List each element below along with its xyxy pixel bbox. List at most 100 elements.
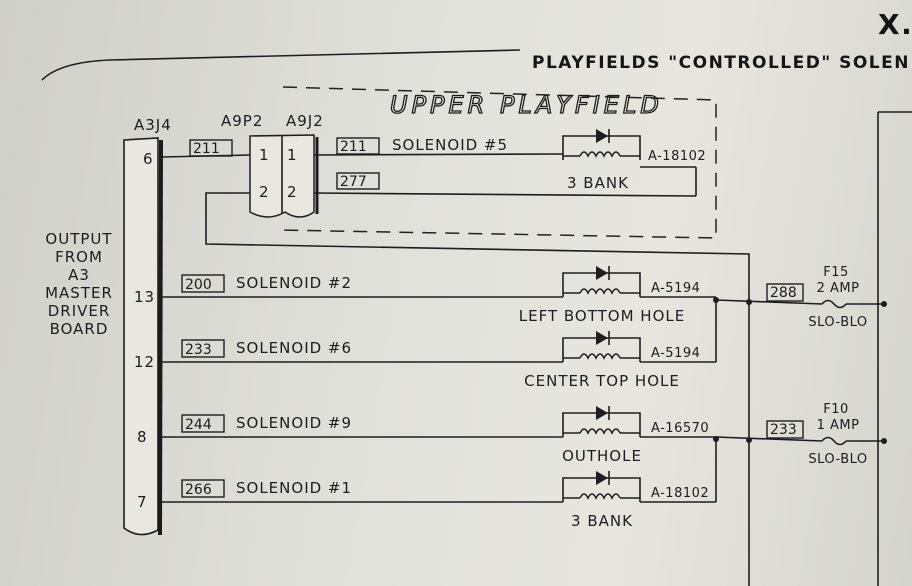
wire-number-277: 277 bbox=[340, 174, 367, 190]
wire-number: 266 bbox=[185, 482, 212, 498]
junction-dot bbox=[881, 301, 887, 307]
coil-icon bbox=[579, 288, 621, 295]
solenoid-coil-symbol bbox=[562, 406, 641, 437]
wire-tag bbox=[181, 479, 225, 498]
svg-text:FROM: FROM bbox=[55, 248, 103, 266]
coil-name: LEFT BOTTOM HOLE bbox=[519, 307, 685, 325]
plug-pin-2: 2 bbox=[259, 183, 270, 201]
wire-number: 244 bbox=[185, 417, 212, 433]
connector-a9p2-label: A9P2 bbox=[221, 112, 263, 130]
coil-name: OUTHOLE bbox=[562, 447, 642, 465]
fuse-wire-in bbox=[715, 436, 823, 442]
wire-tag-277 bbox=[336, 172, 380, 190]
connector-a3j4-label: A3J4 bbox=[134, 116, 172, 134]
wire-tag bbox=[181, 414, 225, 433]
wire-number-211-in: 211 bbox=[193, 141, 220, 157]
header-title: PLAYFIELDS "CONTROLLED" SOLEN bbox=[532, 53, 910, 73]
wire-number: 233 bbox=[770, 422, 797, 438]
coil-name: CENTER TOP HOLE bbox=[524, 372, 680, 390]
pin-label: 12 bbox=[134, 353, 155, 371]
coil-name: 3 BANK bbox=[571, 512, 633, 530]
fuse-rating: 1 AMP bbox=[817, 418, 860, 433]
fuse-name: F10 bbox=[823, 402, 849, 417]
wire-tag bbox=[181, 339, 225, 358]
svg-text:MASTER: MASTER bbox=[45, 284, 113, 302]
section-letter: X. bbox=[878, 8, 912, 41]
fuse-type: SLO-BLO bbox=[808, 452, 867, 467]
fuse-rating: 2 AMP bbox=[817, 281, 860, 296]
wire-number: 200 bbox=[185, 277, 212, 293]
wire-tag-211-out bbox=[336, 137, 380, 155]
solenoid-5-coil-symbol bbox=[562, 129, 641, 160]
diode-icon bbox=[596, 266, 608, 280]
diode-icon bbox=[596, 406, 608, 420]
plug-pin-1: 1 bbox=[259, 146, 270, 164]
header-rule bbox=[41, 49, 521, 81]
diode-icon bbox=[596, 129, 608, 143]
solenoid-row: 7 266 SOLENOID #1 A-18102 3 BANK bbox=[137, 471, 716, 530]
solenoid-label: SOLENOID #1 bbox=[236, 479, 352, 497]
wire-tag bbox=[766, 283, 804, 302]
part-number: A-5194 bbox=[651, 281, 700, 296]
connector-a3j4-shadow bbox=[158, 139, 163, 536]
coil-icon bbox=[579, 428, 621, 435]
coil-icon bbox=[579, 151, 621, 158]
junction-dot bbox=[881, 438, 887, 444]
solenoid-coil-symbol bbox=[562, 471, 641, 502]
fuse-icon bbox=[821, 436, 847, 446]
svg-text:A3: A3 bbox=[68, 266, 90, 284]
svg-text:DRIVER: DRIVER bbox=[48, 302, 111, 320]
wire-277 bbox=[313, 192, 697, 197]
coil-icon bbox=[579, 353, 621, 360]
wire-number: 288 bbox=[770, 285, 797, 301]
source-label: OUTPUT FROM A3 MASTER DRIVER BOARD bbox=[45, 230, 113, 338]
wire-sol5 bbox=[313, 153, 564, 156]
fuse-name: F15 bbox=[823, 265, 849, 280]
wire-tag-211-in bbox=[189, 139, 233, 157]
wire-tag bbox=[181, 274, 225, 293]
solenoid-label: SOLENOID #2 bbox=[236, 274, 352, 292]
solenoid-label: SOLENOID #6 bbox=[236, 339, 352, 357]
svg-text:OUTPUT: OUTPUT bbox=[45, 230, 112, 248]
fuse-icon bbox=[821, 299, 847, 309]
wire-number: 233 bbox=[185, 342, 212, 358]
wire-tag bbox=[766, 420, 804, 439]
diode-icon bbox=[596, 471, 608, 485]
solenoid-coil-symbol bbox=[562, 266, 641, 297]
connector-a9j2-label: A9J2 bbox=[286, 112, 324, 130]
pin-label-6: 6 bbox=[143, 150, 154, 168]
pin-label: 7 bbox=[137, 493, 148, 511]
upper-playfield-boundary bbox=[278, 86, 717, 239]
jack-pin-1: 1 bbox=[287, 146, 298, 164]
part-number: A-18102 bbox=[651, 486, 709, 501]
jack-pin-2: 2 bbox=[287, 183, 298, 201]
coil-name-3bank-upper: 3 BANK bbox=[567, 174, 629, 192]
diode-icon bbox=[596, 331, 608, 345]
wire-return-bus bbox=[205, 192, 750, 586]
fuse-wire-in bbox=[715, 299, 823, 305]
pin-label: 13 bbox=[134, 288, 155, 306]
pin-label: 8 bbox=[137, 428, 148, 446]
solenoid-5-coil bbox=[562, 129, 641, 160]
solenoid-label: SOLENOID #9 bbox=[236, 414, 352, 432]
svg-text:BOARD: BOARD bbox=[50, 320, 109, 338]
part-number: A-5194 bbox=[651, 346, 700, 361]
wire-number-211-out: 211 bbox=[340, 139, 367, 155]
solenoid-5-label: SOLENOID #5 bbox=[392, 136, 508, 154]
fuse-type: SLO-BLO bbox=[808, 315, 867, 330]
solenoid-coil-symbol bbox=[562, 331, 641, 362]
upper-playfield-label: UPPER PLAYFIELD bbox=[390, 91, 663, 119]
connector-a3j4 bbox=[123, 137, 159, 536]
part-a18102-upper: A-18102 bbox=[648, 149, 706, 164]
part-number: A-16570 bbox=[651, 421, 709, 436]
coil-icon bbox=[579, 493, 621, 500]
